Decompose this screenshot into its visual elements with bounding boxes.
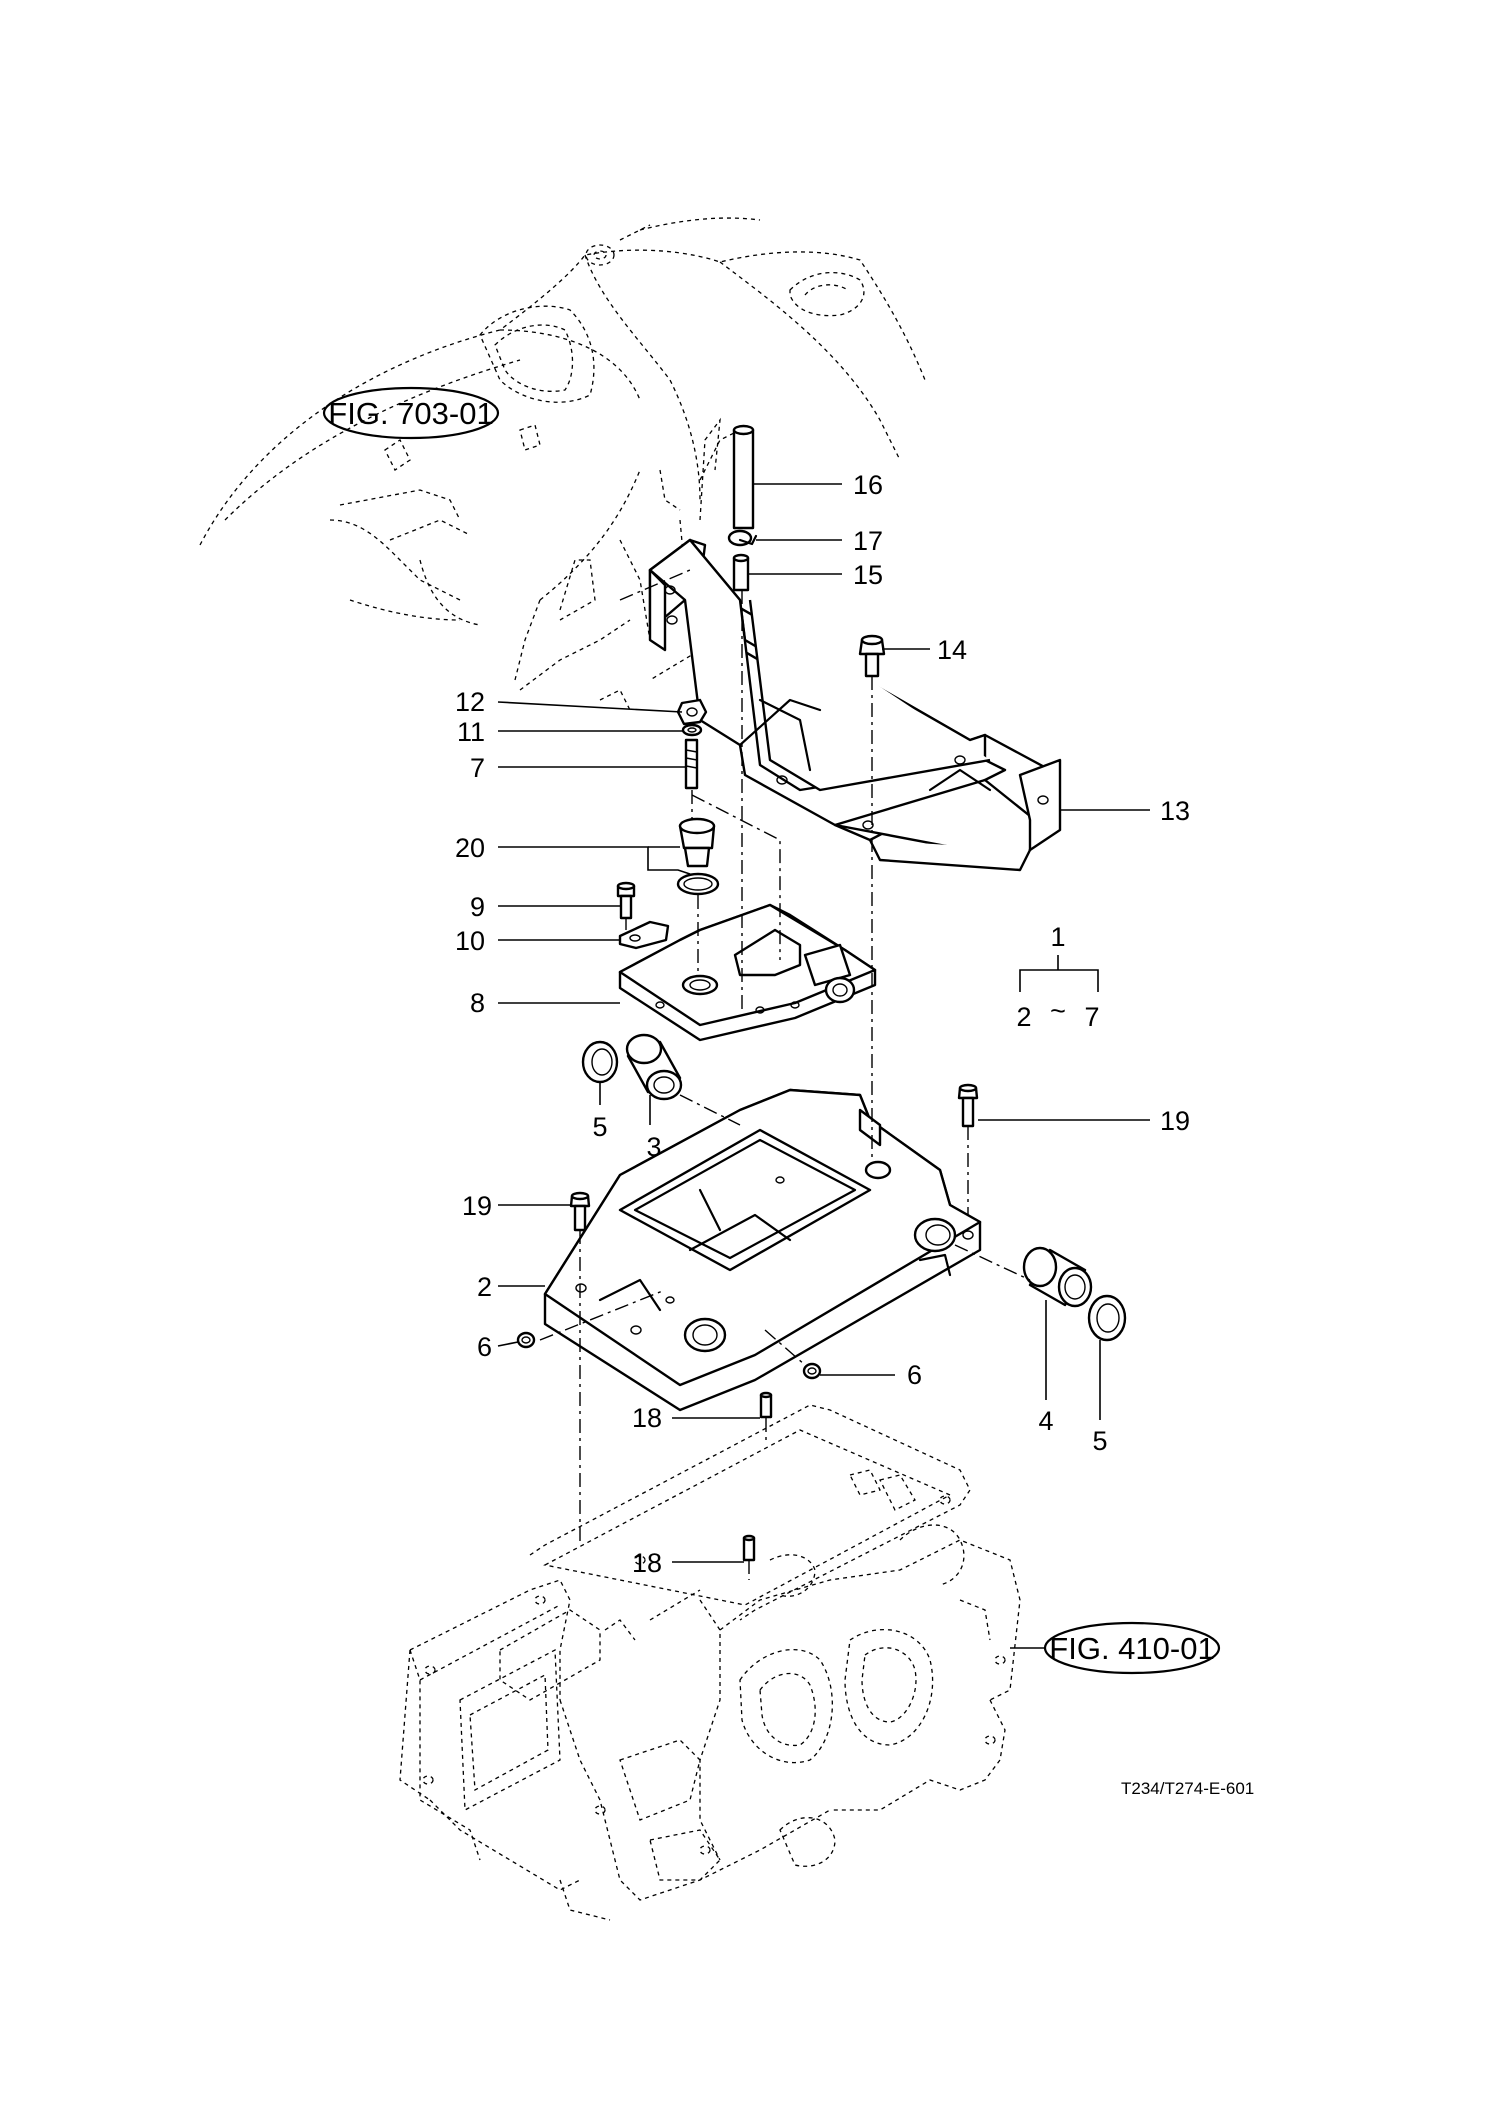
bolt-9 <box>616 881 636 920</box>
dowel-pin-18-upper <box>759 1391 773 1419</box>
callout-5-left: 5 <box>592 1112 607 1142</box>
callout-18-upper: 18 <box>632 1403 662 1433</box>
callout-4: 4 <box>1038 1406 1053 1436</box>
callout-10: 10 <box>455 926 485 956</box>
callout-6-right: 6 <box>907 1360 922 1390</box>
bushing-4 <box>1022 1246 1093 1308</box>
nut-12 <box>676 698 708 726</box>
figure-ref-410-01[interactable]: FIG. 410-01 <box>1043 1621 1221 1675</box>
callout-14: 14 <box>937 635 967 665</box>
clip-17 <box>727 529 758 547</box>
callout-16: 16 <box>853 470 883 500</box>
bolt-19-left <box>569 1191 591 1232</box>
callout-9: 9 <box>470 892 485 922</box>
bushing-3 <box>625 1033 683 1101</box>
callout-19-left: 19 <box>462 1191 492 1221</box>
dowel-pin-18-lower <box>742 1534 756 1562</box>
figure-ref-703-01[interactable]: FIG. 703-01 <box>322 386 500 440</box>
assembly-top-number: 1 <box>1050 922 1065 952</box>
pin-16 <box>732 424 755 530</box>
callout-5-right: 5 <box>1092 1426 1107 1456</box>
callout-20: 20 <box>455 833 485 863</box>
o-ring-20 <box>676 872 720 896</box>
housing-2 <box>543 1088 982 1412</box>
plug-6-left <box>516 1331 536 1349</box>
seal-5-left <box>581 1040 619 1084</box>
assembly-center-lines <box>539 569 1031 1580</box>
cap-20 <box>678 817 716 868</box>
callout-labels: 16 17 15 14 12 11 7 13 20 9 10 8 5 3 19 … <box>455 470 1190 1578</box>
figure-ref-703-01-text: FIG. 703-01 <box>328 396 493 431</box>
stud-7 <box>684 738 699 790</box>
callout-12: 12 <box>455 687 485 717</box>
callout-11: 11 <box>457 717 485 747</box>
washer-11 <box>681 723 703 737</box>
assembly-range-start: 2 <box>1016 1002 1031 1032</box>
assembly-range-separator: ~ <box>1050 996 1066 1026</box>
callout-19-right: 19 <box>1160 1106 1190 1136</box>
callout-7: 7 <box>470 753 485 783</box>
plate-10 <box>618 920 670 950</box>
assembly-range-end: 7 <box>1084 1002 1099 1032</box>
transmission-case-ghost-outline <box>399 1404 1021 1921</box>
callout-3: 3 <box>646 1132 661 1162</box>
callout-6-left: 6 <box>477 1332 492 1362</box>
seal-5-right <box>1087 1294 1127 1342</box>
callout-18-lower: 18 <box>632 1548 662 1578</box>
stud-15 <box>732 553 750 592</box>
plug-6-right <box>802 1362 822 1380</box>
callout-17: 17 <box>853 526 883 556</box>
callout-15: 15 <box>853 560 883 590</box>
mounting-bracket-13 <box>648 538 1062 872</box>
callout-2: 2 <box>477 1272 492 1302</box>
callout-8: 8 <box>470 988 485 1018</box>
assembly-bracket: 1 2 ~ 7 <box>1016 922 1099 1032</box>
bolt-14 <box>858 634 886 678</box>
figure-ref-410-01-text: FIG. 410-01 <box>1049 1631 1214 1666</box>
fender-ghost-outline <box>199 217 926 711</box>
bolt-19-right <box>957 1083 979 1128</box>
cover-8 <box>618 903 877 1042</box>
figure-code: T234/T274-E-601 <box>1121 1779 1254 1798</box>
callout-leader-lines <box>497 483 1150 1649</box>
callout-13: 13 <box>1160 796 1190 826</box>
